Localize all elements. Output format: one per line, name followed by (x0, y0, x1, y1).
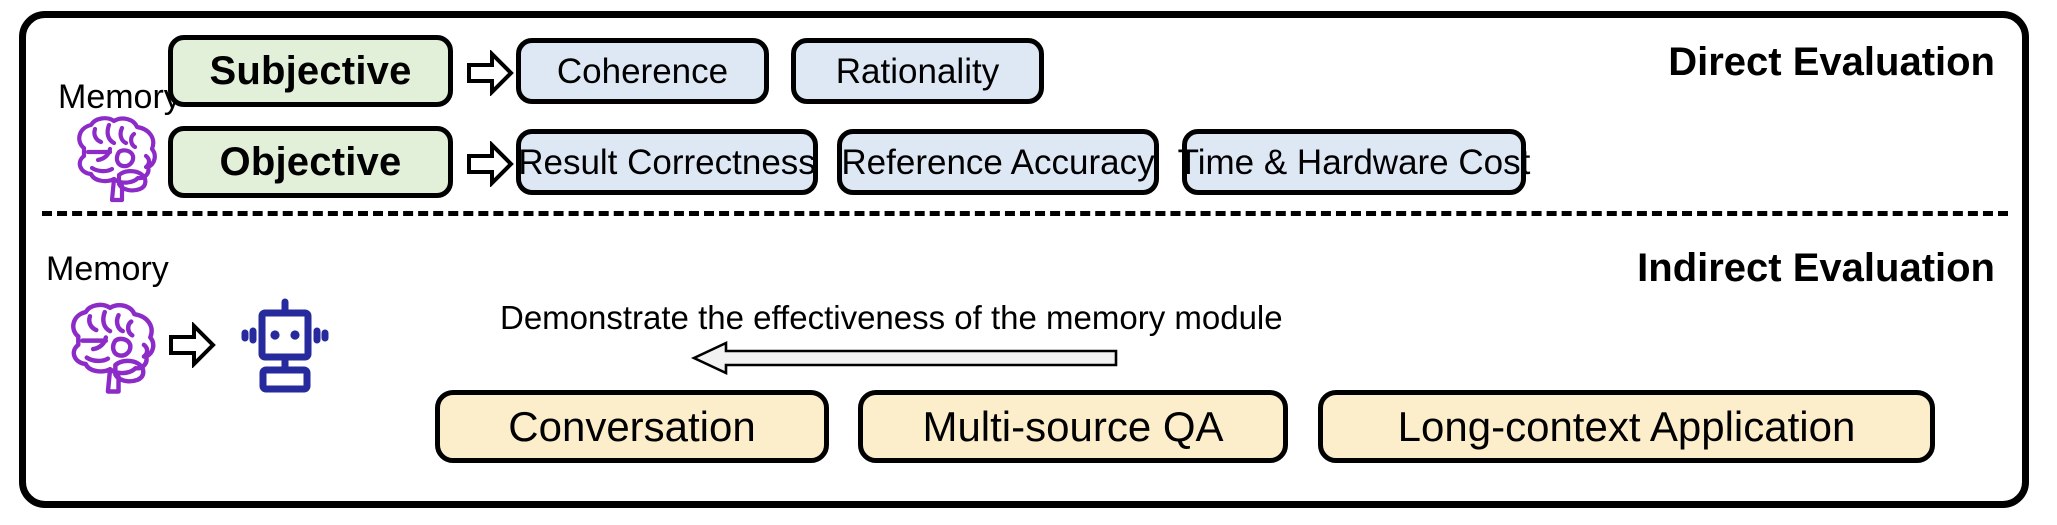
metric-pill-coherence[interactable]: Coherence (516, 38, 769, 104)
metric-pill-rationality[interactable]: Rationality (791, 38, 1044, 104)
direct-evaluation-heading: Direct Evaluation (1668, 40, 1995, 84)
task-pill-multi-source-qa[interactable]: Multi-source QA (858, 390, 1288, 463)
brain-icon-indirect (55, 298, 163, 396)
long-arrow-left-icon (690, 340, 1120, 376)
task-pill-long-context-application[interactable]: Long-context Application (1318, 390, 1935, 463)
metric-pill-reference-accuracy[interactable]: Reference Accuracy (837, 129, 1159, 195)
brain-icon (62, 112, 164, 204)
category-pill-subjective[interactable]: Subjective (168, 35, 453, 107)
robot-icon (237, 296, 333, 396)
task-pill-conversation[interactable]: Conversation (435, 390, 829, 463)
metric-pill-time-hardware-cost[interactable]: Time & Hardware Cost (1178, 129, 1530, 195)
memory-label-indirect: Memory (46, 250, 169, 288)
category-pill-objective[interactable]: Objective (168, 126, 453, 198)
block-arrow-right-icon-objective (466, 140, 514, 188)
block-arrow-right-icon-indirect (168, 321, 216, 369)
metric-pill-result-correctness[interactable]: Result Correctness (516, 129, 818, 195)
block-arrow-right-icon-subjective (466, 49, 514, 97)
feedback-caption: Demonstrate the effectiveness of the mem… (500, 299, 1283, 336)
indirect-evaluation-heading: Indirect Evaluation (1637, 246, 1995, 290)
section-divider (42, 211, 2008, 216)
memory-label-direct: Memory (58, 78, 181, 116)
